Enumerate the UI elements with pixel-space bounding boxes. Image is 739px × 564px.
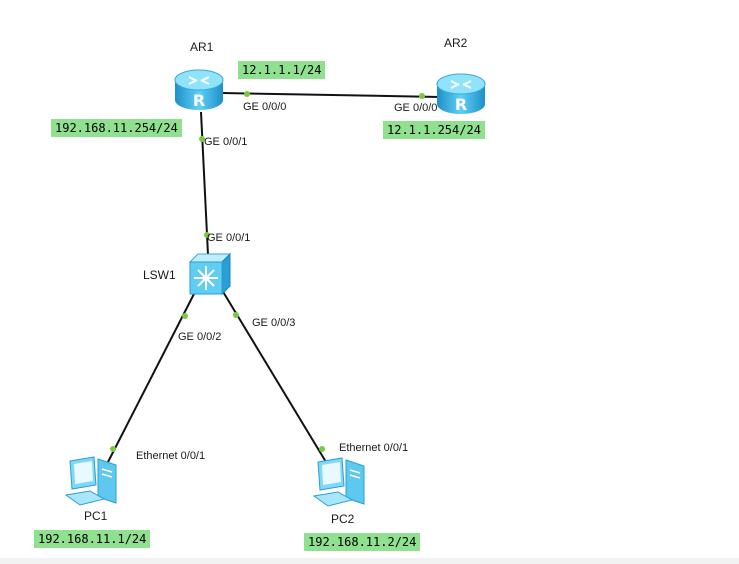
pc-icon xyxy=(64,456,117,506)
svg-text:R: R xyxy=(193,91,205,110)
svg-text:R: R xyxy=(455,95,467,114)
ip-label-pc1[interactable]: 192.168.11.1/24 xyxy=(34,530,151,548)
port-label-pc1-eth: Ethernet 0/0/1 xyxy=(136,450,206,462)
port-dot-lsw1-ge002 xyxy=(182,313,188,319)
ip-label-ar2-wan[interactable]: 12.1.1.254/24 xyxy=(383,121,485,139)
ip-label-ar1-lan[interactable]: 192.168.11.254/24 xyxy=(51,119,182,137)
ip-label-pc2[interactable]: 192.168.11.2/24 xyxy=(304,533,421,551)
port-label-pc2-eth: Ethernet 0/0/1 xyxy=(339,442,409,454)
port-dot-pc2-eth xyxy=(319,446,325,452)
link-ar1-ar2[interactable] xyxy=(221,92,441,98)
port-label-ar2-ge000: GE 0/0/0 xyxy=(394,102,438,114)
device-ar1[interactable]: R xyxy=(172,66,226,119)
port-label-ar1-ge001: GE 0/0/1 xyxy=(204,136,248,148)
port-dot-lsw1-ge001 xyxy=(204,232,210,238)
port-dot-ar1-ge001 xyxy=(199,136,205,142)
switch-icon xyxy=(188,252,232,296)
port-label-lsw1-ge002: GE 0/0/2 xyxy=(178,331,222,343)
device-pc2[interactable] xyxy=(312,456,370,513)
router-icon: R xyxy=(174,69,224,110)
port-label-ar1-ge000: GE 0/0/0 xyxy=(243,101,287,113)
link-lsw1-pc1[interactable] xyxy=(107,289,197,463)
ip-label-ar1-wan[interactable]: 12.1.1.1/24 xyxy=(238,61,326,79)
link-lsw1-pc2[interactable] xyxy=(221,289,327,463)
device-label-ar2: AR2 xyxy=(444,36,468,50)
device-label-ar1: AR1 xyxy=(190,40,214,54)
device-ar2[interactable]: R xyxy=(434,70,488,123)
port-dot-ar2-ge000 xyxy=(419,93,425,99)
device-pc1[interactable] xyxy=(64,455,122,512)
bottom-edge xyxy=(0,558,739,564)
device-label-pc2: PC2 xyxy=(331,512,355,526)
router-icon: R xyxy=(436,73,486,114)
port-label-lsw1-ge001: GE 0/0/1 xyxy=(207,232,251,244)
device-lsw1[interactable] xyxy=(186,252,232,301)
port-dot-lsw1-ge003 xyxy=(233,312,239,318)
link-ar1-lsw1[interactable] xyxy=(200,111,209,256)
port-label-lsw1-ge003: GE 0/0/3 xyxy=(252,317,296,329)
device-label-lsw1: LSW1 xyxy=(143,268,176,282)
port-dot-pc1-eth xyxy=(110,446,116,452)
pc-icon xyxy=(312,457,365,507)
device-label-pc1: PC1 xyxy=(84,509,108,523)
port-dot-ar1-ge000 xyxy=(244,91,250,97)
